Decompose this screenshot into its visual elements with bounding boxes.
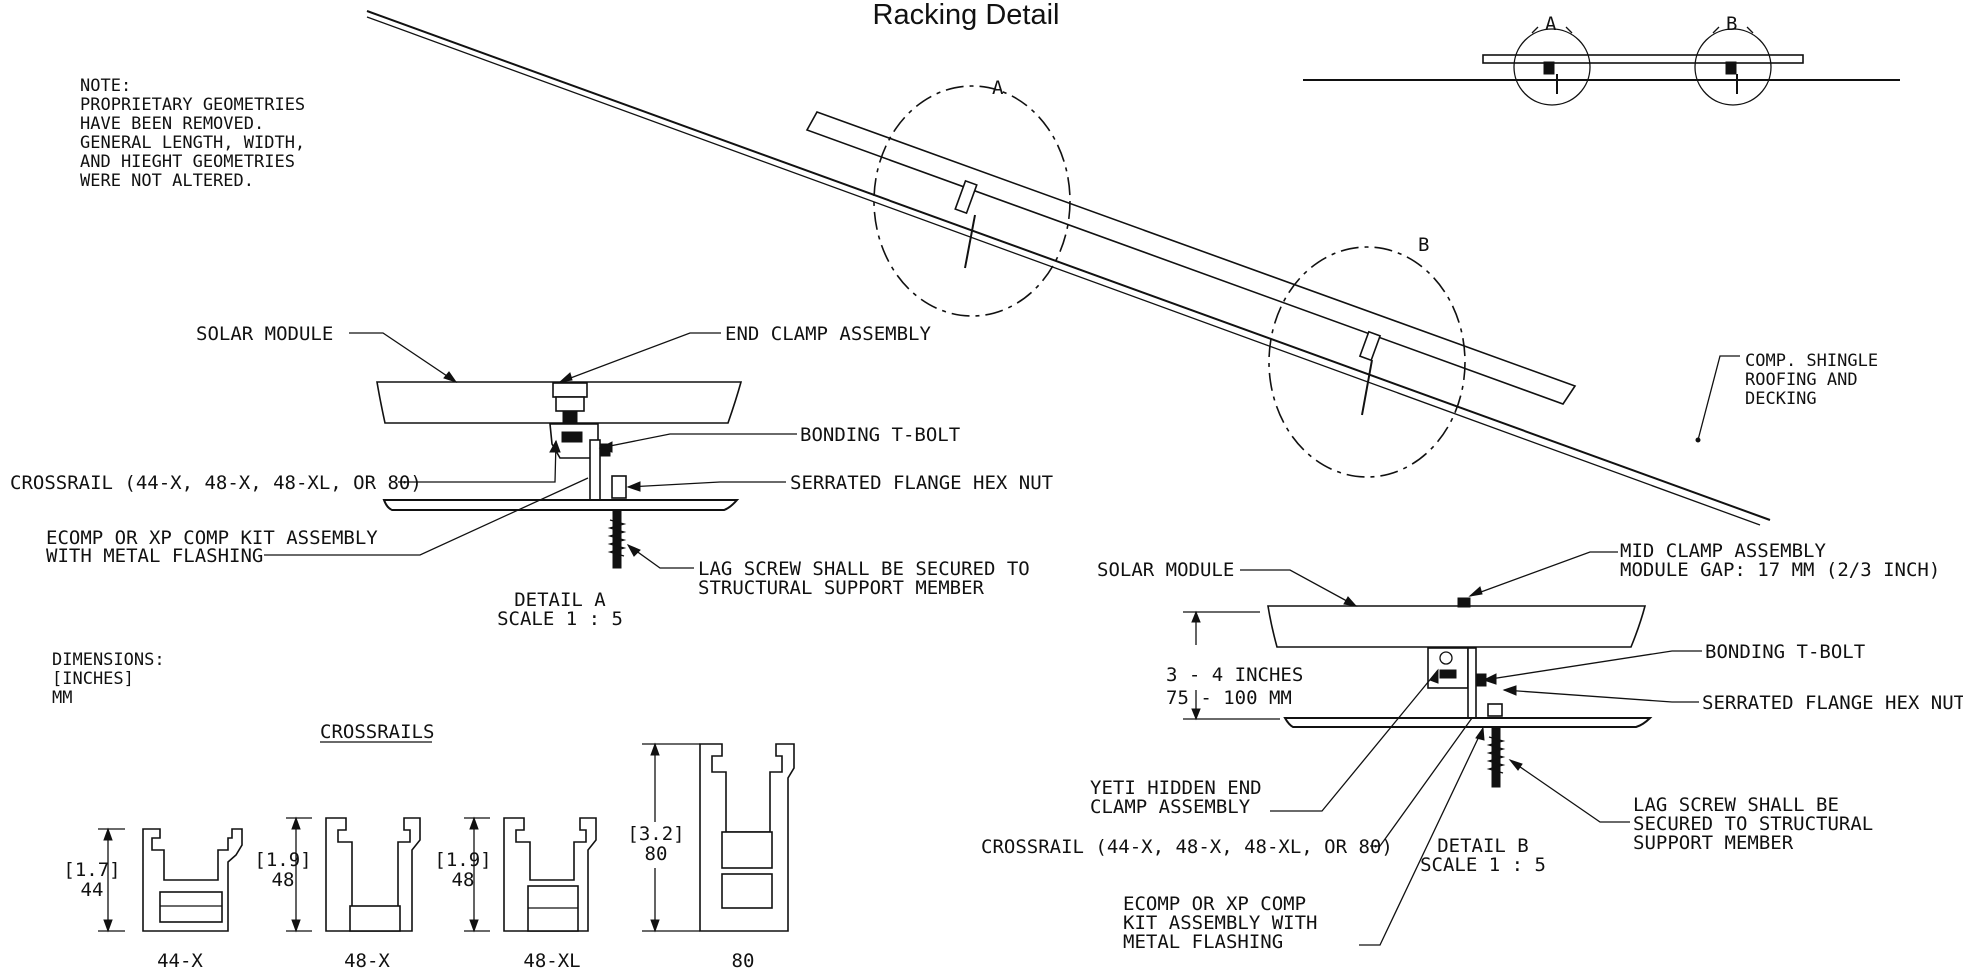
detail-a-kit-label: ECOMP OR XP COMP KIT ASSEMBLY bbox=[46, 527, 378, 549]
overview-circle-a bbox=[1513, 28, 1591, 106]
detail-b-solar-module bbox=[1267, 605, 1647, 648]
dimensions-line: MM bbox=[52, 688, 72, 708]
detail-b-mid-clamp-label: MODULE GAP: 17 MM (2/3 INCH) bbox=[1620, 559, 1940, 581]
crossrail-inches: [1.9] bbox=[434, 849, 491, 871]
detail-a: SOLAR MODULE END CLAMP ASSEMBLY BONDING … bbox=[10, 323, 1053, 630]
detail-a-bonding-bolt-label: BONDING T-BOLT bbox=[800, 424, 960, 446]
note-line: NOTE: bbox=[80, 76, 131, 96]
detail-b-yeti-label: CLAMP ASSEMBLY bbox=[1090, 796, 1251, 818]
detail-b-gap-label: 3 - 4 INCHES bbox=[1166, 664, 1303, 686]
crossrails-heading: CROSSRAILS bbox=[320, 721, 434, 743]
drawing-title: Racking Detail bbox=[873, 0, 1060, 31]
overview-label-a: A bbox=[1545, 13, 1557, 35]
detail-a-end-clamp-label: END CLAMP ASSEMBLY bbox=[725, 323, 931, 345]
crossrail-inches: [1.7] bbox=[63, 859, 120, 881]
detail-b-mid-clamp-label: MID CLAMP ASSEMBLY bbox=[1620, 540, 1826, 562]
roofing-label-line: COMP. SHINGLE bbox=[1745, 351, 1878, 371]
detail-b-lag-label: LAG SCREW SHALL BE bbox=[1633, 794, 1839, 816]
crossrail-80: [3.2] 80 80 bbox=[627, 742, 795, 971]
detail-b-lag-label: SUPPORT MEMBER bbox=[1633, 832, 1794, 854]
detail-a-hex-nut-label: SERRATED FLANGE HEX NUT bbox=[790, 472, 1053, 494]
detail-b-lag-label: SECURED TO STRUCTURAL bbox=[1633, 813, 1873, 835]
dimensions-note: DIMENSIONS: [INCHES] MM bbox=[52, 650, 165, 708]
detail-b-scale: SCALE 1 : 5 bbox=[1420, 854, 1546, 876]
detail-b-solar-module-label: SOLAR MODULE bbox=[1097, 559, 1234, 581]
crossrail-name: 48-XL bbox=[523, 950, 580, 971]
detail-a-lag-label: LAG SCREW SHALL BE SECURED TO bbox=[698, 558, 1030, 580]
detail-b-kit-label: KIT ASSEMBLY WITH bbox=[1123, 912, 1317, 934]
overview-circle-b bbox=[1694, 28, 1772, 106]
note-line: WERE NOT ALTERED. bbox=[80, 171, 254, 191]
dimensions-line: [INCHES] bbox=[52, 669, 134, 689]
note-line: HAVE BEEN REMOVED. bbox=[80, 114, 264, 134]
crossrail-mm: 48 bbox=[452, 869, 475, 891]
flat-roof-overview: A B bbox=[1303, 13, 1900, 106]
crossrail-inches: [3.2] bbox=[627, 823, 684, 845]
note-line: PROPRIETARY GEOMETRIES bbox=[80, 95, 305, 115]
crossrail-48x: [1.9] 48 48-X bbox=[254, 816, 421, 971]
inclined-solar-module bbox=[805, 111, 1577, 405]
overview-label-b: B bbox=[1726, 13, 1737, 35]
detail-a-kit-label: WITH METAL FLASHING bbox=[46, 545, 263, 567]
detail-a-circle bbox=[873, 85, 1071, 317]
crossrail-name: 80 bbox=[732, 950, 755, 971]
crossrail-mm: 44 bbox=[81, 879, 104, 901]
detail-a-lag-label: STRUCTURAL SUPPORT MEMBER bbox=[698, 577, 985, 599]
leader bbox=[349, 332, 457, 383]
detail-b-hex-nut-label: SERRATED FLANGE HEX NUT bbox=[1702, 692, 1963, 714]
detail-a-circle-label: A bbox=[992, 77, 1004, 99]
detail-a-scale: SCALE 1 : 5 bbox=[497, 608, 623, 630]
dimensions-line: DIMENSIONS: bbox=[52, 650, 165, 670]
crossrail-44x: [1.7] 44 44-X bbox=[63, 827, 243, 971]
crossrail-mm: 80 bbox=[645, 843, 668, 865]
detail-a-caption: DETAIL A bbox=[514, 589, 606, 611]
detail-a-solar-module-label: SOLAR MODULE bbox=[196, 323, 333, 345]
detail-a-crossrail-label: CROSSRAIL (44-X, 48-X, 48-XL, OR 80) bbox=[10, 472, 422, 494]
detail-b-yeti-label: YETI HIDDEN END bbox=[1090, 777, 1262, 799]
roofing-label-line: ROOFING AND bbox=[1745, 370, 1858, 390]
detail-b-gap-label: 75 - 100 MM bbox=[1166, 687, 1292, 709]
crossrail-48xl: [1.9] 48 48-XL bbox=[434, 816, 597, 971]
detail-b-caption: DETAIL B bbox=[1437, 835, 1529, 857]
overview-solar-module bbox=[1482, 54, 1804, 64]
crossrails-section: CROSSRAILS [1.7] 44 44-X [1.9] 48 bbox=[63, 721, 795, 971]
detail-b-circle-label: B bbox=[1418, 234, 1429, 256]
roofing-label-line: DECKING bbox=[1745, 389, 1817, 409]
end-clamp bbox=[552, 382, 588, 398]
crossrail-name: 44-X bbox=[157, 950, 203, 971]
note-line: GENERAL LENGTH, WIDTH, bbox=[80, 133, 305, 153]
note-block: NOTE: PROPRIETARY GEOMETRIES HAVE BEEN R… bbox=[80, 76, 305, 191]
note-line: AND HIEGHT GEOMETRIES bbox=[80, 152, 295, 172]
inclined-roof-view: A B COMP. SHINGLE ROOFING AND DECKING bbox=[366, 10, 1878, 526]
crossrail-name: 48-X bbox=[344, 950, 390, 971]
detail-b: SOLAR MODULE MID CLAMP ASSEMBLY MODULE G… bbox=[981, 540, 1963, 953]
crossrail-inches: [1.9] bbox=[254, 849, 311, 871]
crossrail-mm: 48 bbox=[272, 869, 295, 891]
detail-b-kit-label: ECOMP OR XP COMP bbox=[1123, 893, 1306, 915]
detail-b-crossrail-label: CROSSRAIL (44-X, 48-X, 48-XL, OR 80) bbox=[981, 836, 1393, 858]
detail-b-kit-label: METAL FLASHING bbox=[1123, 931, 1283, 953]
detail-b-circle bbox=[1268, 246, 1466, 478]
detail-b-bonding-bolt-label: BONDING T-BOLT bbox=[1705, 641, 1865, 663]
